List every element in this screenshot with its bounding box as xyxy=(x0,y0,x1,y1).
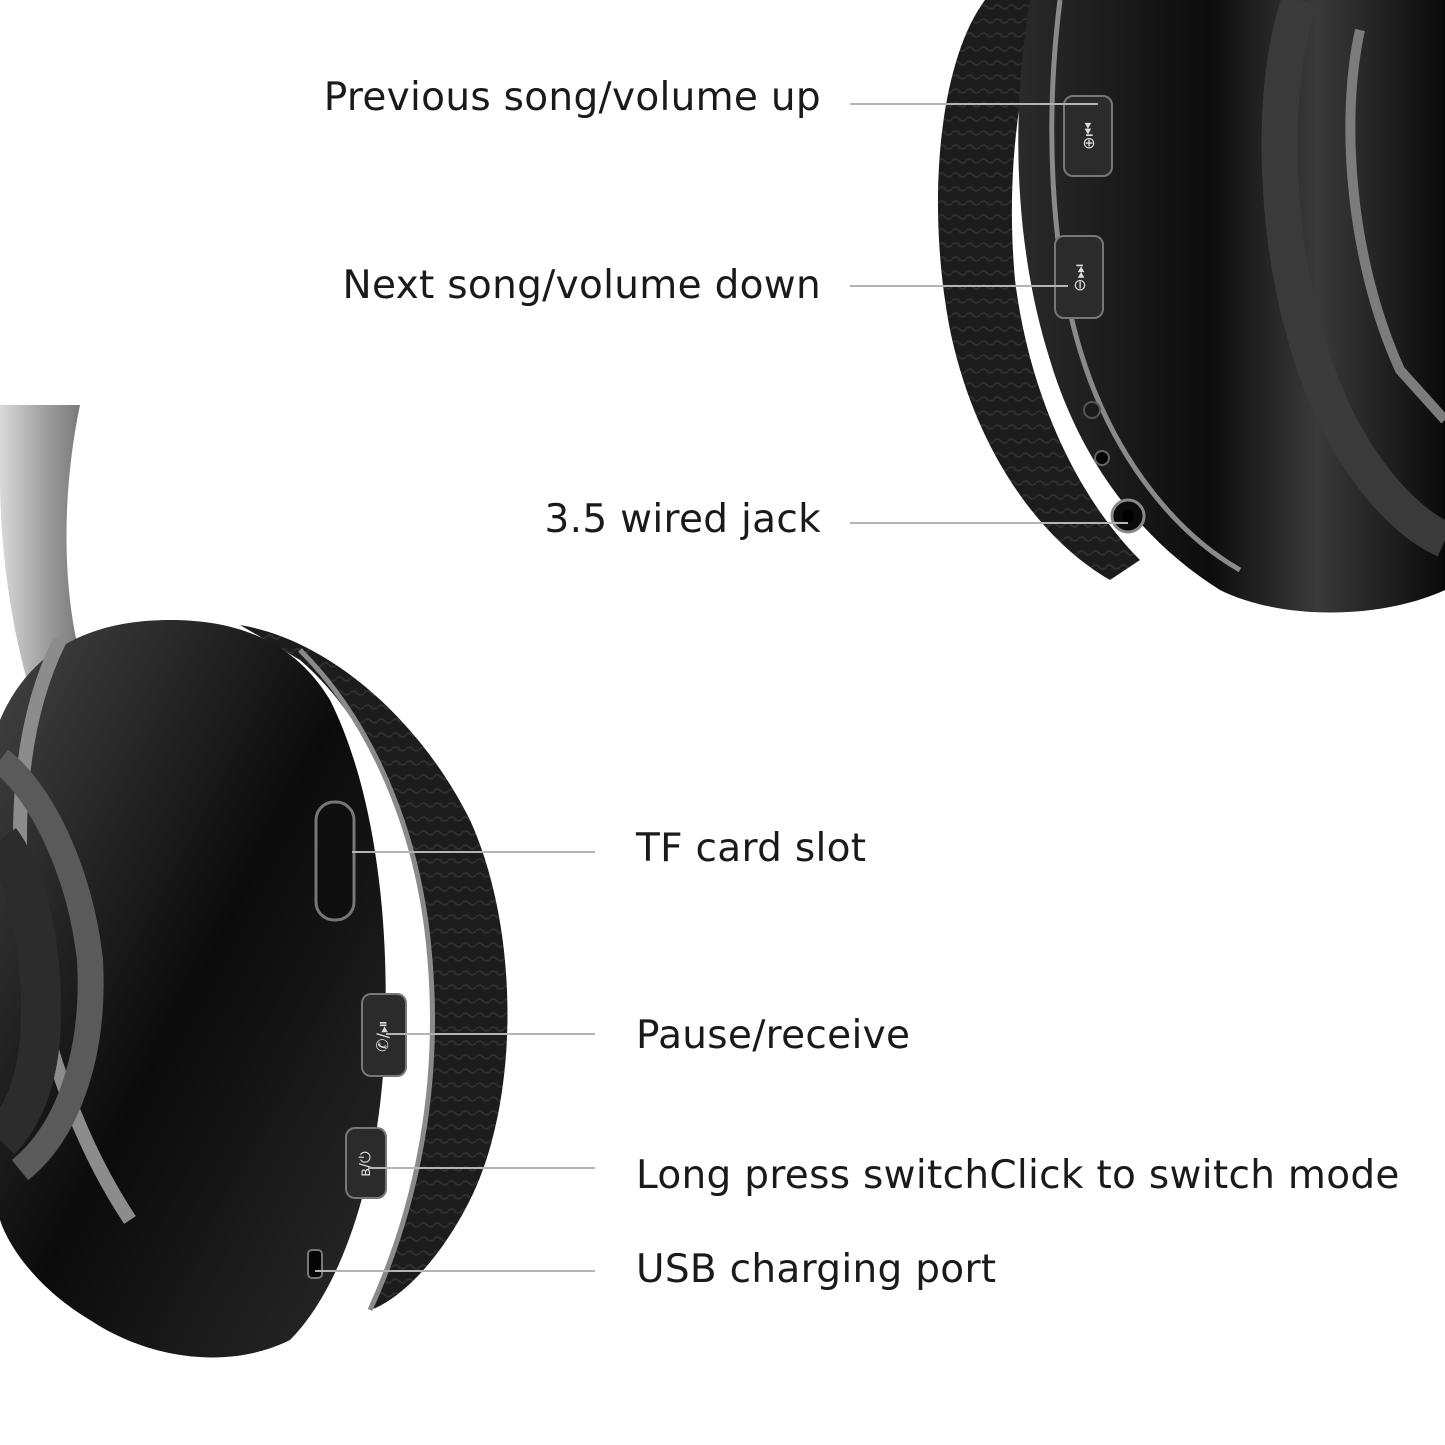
volume-up-button[interactable] xyxy=(1063,95,1113,177)
tf-card-slot xyxy=(314,800,356,922)
svg-text:⏭⊕: ⏭⊕ xyxy=(1080,122,1099,150)
bottom-cushion xyxy=(240,625,508,1310)
label-power-mode: Long press switchClick to switch mode xyxy=(636,1153,1400,1198)
label-tf-card-slot: TF card slot xyxy=(636,826,867,871)
leader-lines xyxy=(315,103,1128,1272)
svg-text:✆/⏯: ✆/⏯ xyxy=(373,1020,392,1052)
power-button[interactable] xyxy=(345,1127,387,1199)
label-wired-jack: 3.5 wired jack xyxy=(544,497,821,542)
label-pause-receive: Pause/receive xyxy=(636,1013,911,1058)
usb-port xyxy=(307,1249,323,1279)
indicator-led xyxy=(1083,401,1101,419)
label-previous-song: Previous song/volume up xyxy=(323,75,821,120)
label-usb-port: USB charging port xyxy=(636,1247,997,1292)
svg-text:ʙ/⏻: ʙ/⏻ xyxy=(356,1151,374,1177)
svg-text:⏮⊖: ⏮⊖ xyxy=(1071,264,1090,292)
top-cushion xyxy=(937,0,1140,580)
top-shell xyxy=(1018,0,1445,613)
label-next-song: Next song/volume down xyxy=(342,263,821,308)
mic-hole xyxy=(1094,450,1110,466)
top-earcup: ⏭⊕ ⏮⊖ xyxy=(937,0,1445,613)
volume-down-button[interactable] xyxy=(1054,235,1104,319)
bottom-earcup: ✆/⏯ ʙ/⏻ xyxy=(0,405,508,1358)
